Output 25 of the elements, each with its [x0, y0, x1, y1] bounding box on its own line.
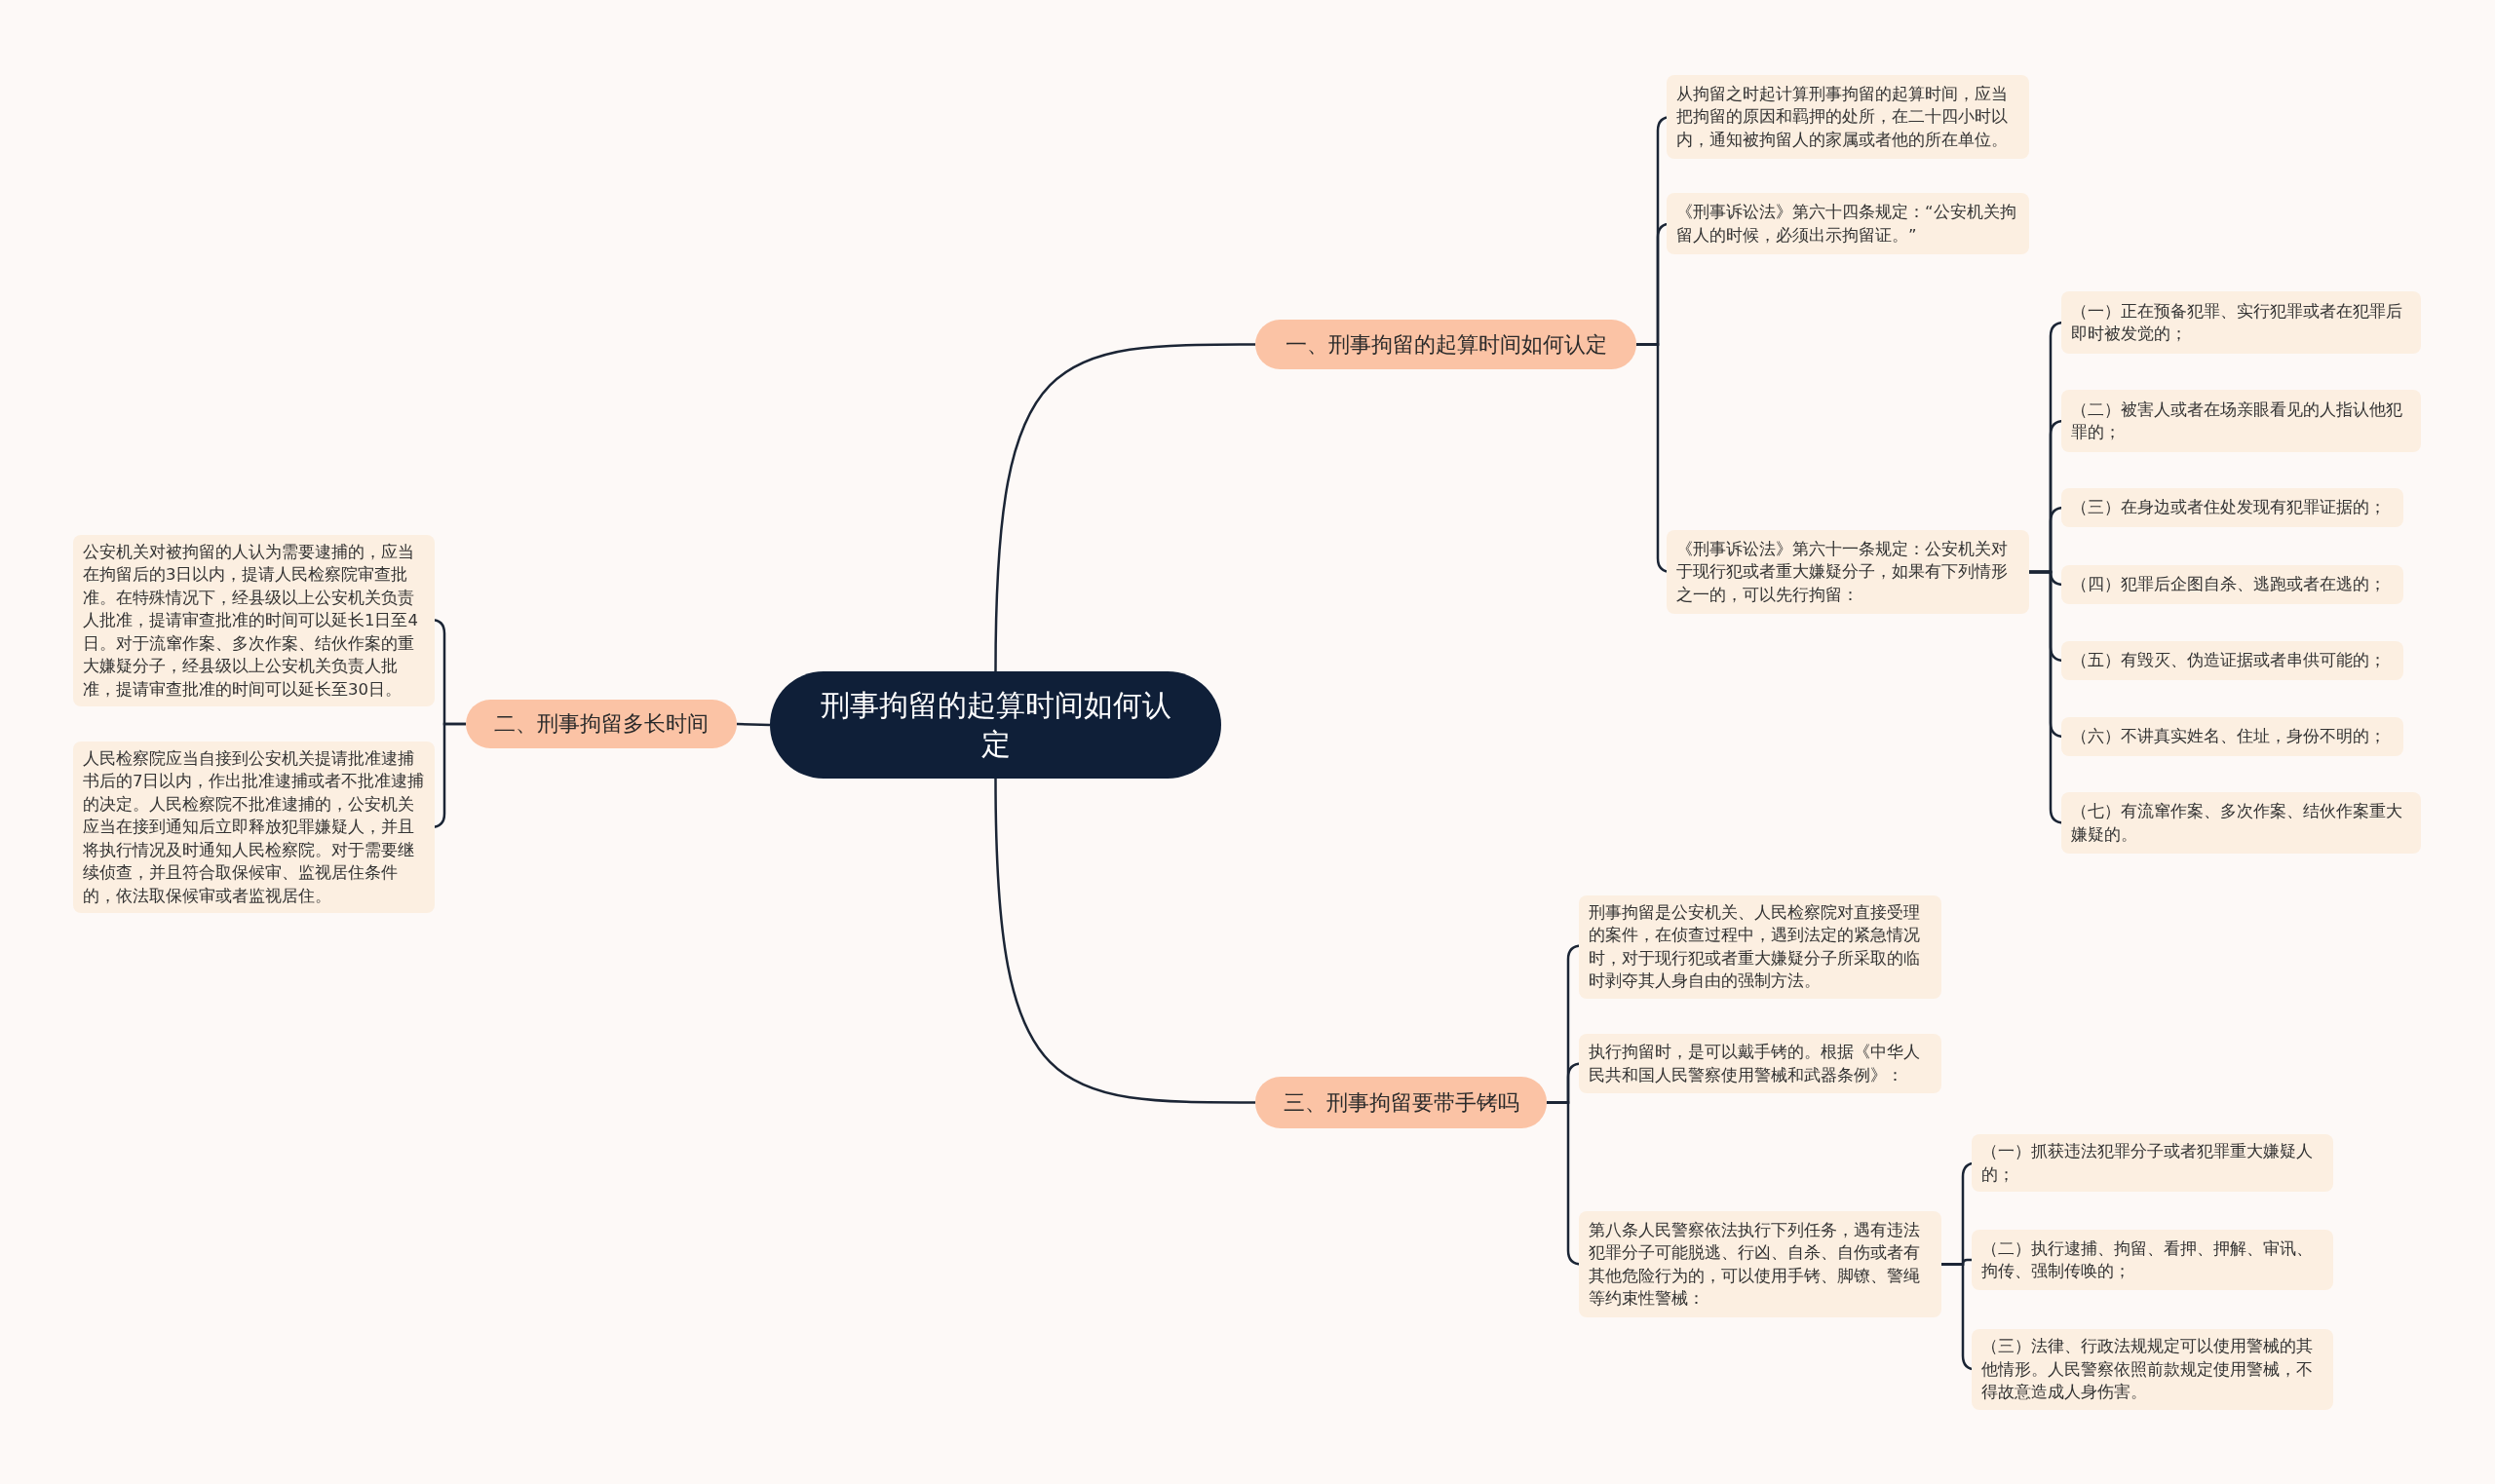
text-card: （一）抓获违法犯罪分子或者犯罪重大嫌疑人的；: [1972, 1134, 2333, 1192]
central-topic: 刑事拘留的起算时间如何认定: [770, 671, 1221, 779]
connector-line: [994, 343, 1255, 672]
branch-topic: 一、刑事拘留的起算时间如何认定: [1255, 320, 1636, 369]
text-card: 执行拘留时，是可以戴手铐的。根据《中华人民共和国人民警察使用警械和武器条例》：: [1579, 1034, 1941, 1093]
text-card: （一）正在预备犯罪、实行犯罪或者在犯罪后即时被发觉的；: [2061, 291, 2421, 354]
text-card: 人民检察院应当自接到公安机关提请批准逮捕书后的7日以内，作出批准逮捕或者不批准逮捕的决定。人民检察院不批准逮捕的，公安机关应当在接到通知后立即释放犯罪嫌疑人，并且将执行情况及时通知人民检察院。对于需要继续侦查，并且符合取保候审、监视居住条件的，依法取保候审或者监视居住。: [73, 742, 435, 913]
text-card: （六）不讲真实姓名、住址，身份不明的；: [2061, 717, 2403, 756]
branch-topic: 二、刑事拘留多长时间: [466, 700, 737, 748]
text-card: 《刑事诉讼法》第六十四条规定：“公安机关拘留人的时候，必须出示拘留证。”: [1667, 193, 2029, 254]
text-card: （七）有流窜作案、多次作案、结伙作案重大嫌疑的。: [2061, 792, 2421, 854]
text-card: （二）执行逮捕、拘留、看押、押解、审讯、拘传、强制传唤的；: [1972, 1230, 2333, 1290]
text-card: 《刑事诉讼法》第六十一条规定：公安机关对于现行犯或者重大嫌疑分子，如果有下列情形之一的，可以先行拘留：: [1667, 530, 2029, 614]
branch-topic: 三、刑事拘留要带手铐吗: [1255, 1077, 1547, 1128]
text-card: 刑事拘留是公安机关、人民检察院对直接受理的案件，在侦查过程中，遇到法定的紧急情况时，对于现行犯或者重大嫌疑分子所采取的临时剥夺其人身自由的强制方法。: [1579, 895, 1941, 999]
connector-line: [994, 778, 1255, 1104]
text-card: （四）犯罪后企图自杀、逃跑或者在逃的；: [2061, 565, 2403, 604]
text-card: （二）被害人或者在场亲眼看见的人指认他犯罪的；: [2061, 390, 2421, 452]
text-card: 公安机关对被拘留的人认为需要逮捕的，应当在拘留后的3日以内，提请人民检察院审查批准。在特殊情况下，经县级以上公安机关负责人批准，提请审查批准的时间可以延长1日至4日。对于流窜作案、多次作案、结伙作案的重大嫌疑分子，经县级以上公安机关负责人批准，提请审查批准的时间可以延长至30日。: [73, 535, 435, 706]
text-card: （三）法律、行政法规规定可以使用警械的其他情形。人民警察依照前款规定使用警械，不得故意造成人身伤害。: [1972, 1329, 2333, 1410]
text-card: （三）在身边或者住处发现有犯罪证据的；: [2061, 488, 2403, 527]
text-card: （五）有毁灭、伪造证据或者串供可能的；: [2061, 641, 2403, 680]
connector-line: [736, 722, 771, 727]
text-card: 从拘留之时起计算刑事拘留的起算时间，应当把拘留的原因和羁押的处所，在二十四小时以内，通知被拘留人的家属或者他的所在单位。: [1667, 75, 2029, 159]
text-card: 第八条人民警察依法执行下列任务，遇有违法犯罪分子可能脱逃、行凶、自杀、自伤或者有其他危险行为的，可以使用手铐、脚镣、警绳等约束性警械：: [1579, 1211, 1941, 1317]
